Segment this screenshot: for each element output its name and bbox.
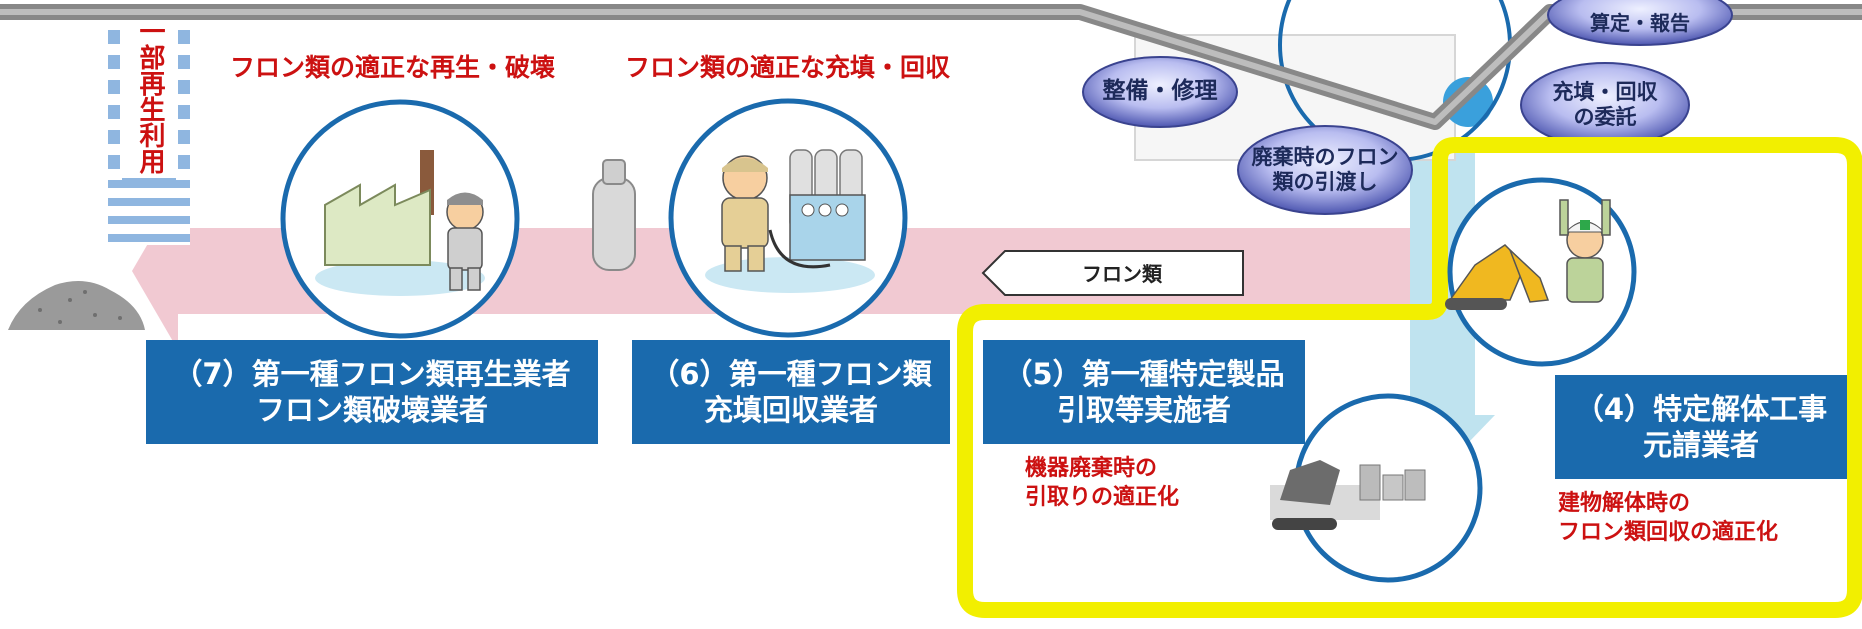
actor-6-line1: （6）第一種フロン類 <box>650 356 932 391</box>
device-disposal-caption: 機器廃棄時の 引取りの適正化 <box>1025 455 1179 512</box>
worker-icon <box>1559 199 1611 303</box>
highlight-frame <box>957 137 1862 618</box>
actor-6-line2: 充填回収業者 <box>703 393 878 427</box>
building-demolition-caption-line1: 建物解体時の <box>1558 491 1691 516</box>
factory-icon <box>324 150 434 266</box>
filler-recoverer-circle <box>668 98 908 338</box>
maintenance-oval-text: 整備・修理 <box>1102 78 1218 105</box>
freon-flow-label: フロン類 <box>1082 262 1162 286</box>
fill-request-oval-line1: 充填・回収 <box>1552 79 1658 104</box>
actor-5-label: （5）第一種特定製品 引取等実施者 <box>983 340 1305 444</box>
gas-cylinder-icon <box>592 159 636 271</box>
fill-recover-caption: フロン類の適正な充填・回収 <box>625 53 951 82</box>
collector-circle <box>1270 393 1483 583</box>
maintenance-oval <box>1082 56 1238 128</box>
actor-4-line2: 元請業者 <box>1642 428 1759 462</box>
debris-machine-icon <box>1270 460 1426 530</box>
report-oval-text: 算定・報告 <box>1590 11 1690 35</box>
fill-request-oval-text: 充填・回収 の委託 <box>1521 77 1689 133</box>
worker-icon <box>446 192 484 291</box>
excavator-icon <box>1445 244 1550 310</box>
device-disposal-caption-line2: 引取りの適正化 <box>1025 484 1180 510</box>
actor-4-label: （4）特定解体工事 元請業者 <box>1555 375 1847 479</box>
actor-5-line1: （5）第一種特定製品 <box>1003 356 1285 391</box>
demolition-contractor-circle <box>1445 177 1637 367</box>
actor-4-line1: （4）特定解体工事 <box>1574 391 1828 426</box>
actor-7-label: （7）第一種フロン類再生業者 フロン類破壊業者 <box>146 340 598 444</box>
worker-icon <box>721 155 769 272</box>
building-demolition-caption-line2: フロン類回収の適正化 <box>1558 519 1779 545</box>
recycle-destroy-caption: フロン類の適正な再生・破壊 <box>230 53 556 82</box>
actor-5-line2: 引取等実施者 <box>1056 393 1231 427</box>
recycle-column <box>108 0 190 245</box>
recovery-machine-icon <box>768 194 866 269</box>
actor-7-line1: （7）第一種フロン類再生業者 <box>173 356 571 391</box>
report-oval <box>1547 0 1733 46</box>
handover-oval-line1: 廃棄時のフロン <box>1251 144 1399 169</box>
device-disposal-caption-line1: 機器廃棄時の <box>1025 456 1158 481</box>
rubble-pile-icon <box>8 281 145 330</box>
actor-6-label: （6）第一種フロン類 充填回収業者 <box>632 340 950 444</box>
partial-recycle-label: 一部再生利用 <box>135 18 165 174</box>
recycler-circle <box>280 99 520 339</box>
handover-oval-line2: 類の引渡し <box>1272 170 1378 194</box>
building-demolition-caption: 建物解体時の フロン類回収の適正化 <box>1558 490 1778 547</box>
fill-request-oval-line2: の委託 <box>1573 105 1637 129</box>
handover-oval-text: 廃棄時のフロン 類の引渡し <box>1238 140 1412 200</box>
freon-flow-label-shape <box>981 250 1244 296</box>
actor-7-line2: フロン類破壊業者 <box>255 393 488 427</box>
handover-oval <box>1237 125 1413 215</box>
